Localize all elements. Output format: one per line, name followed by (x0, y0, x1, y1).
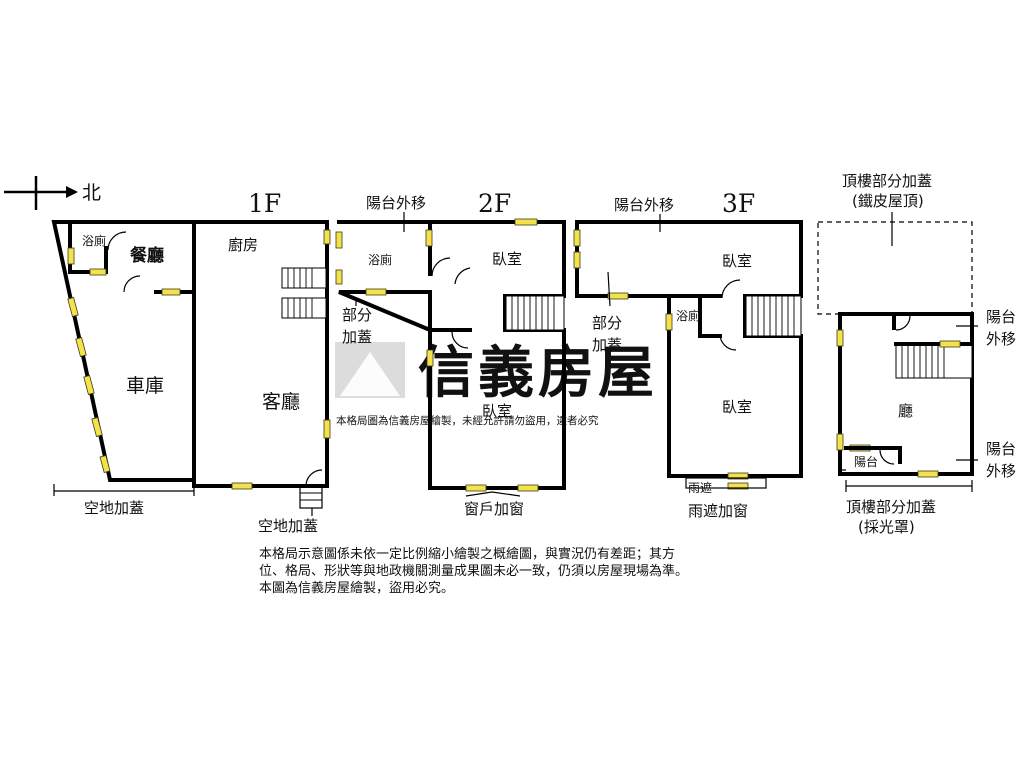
floor-2f-label: 2F (478, 189, 511, 218)
compass-north-label: 北 (82, 182, 101, 204)
disclaimer-line-2: 位、格局、形狀等與地政機關測量成果圖未必一致，仍須以房屋現場為準。 (259, 564, 689, 579)
window-1f-bath (67, 247, 75, 265)
label-2f-bath: 浴廁 (368, 252, 392, 267)
floor-1f: 1F (51, 189, 331, 535)
disclaimer: 本格局示意圖係未依一定比例縮小繪製之概繪圖，與實況仍有差距；其方 位、格局、形狀… (259, 546, 779, 597)
floor-3f: 3F 陽台外移 臥室 部分 加蓋 浴廁 臥室 雨 (573, 189, 803, 520)
floor-rooftop: 頂樓部分加蓋 (鐵皮屋頂) 頂樓部分加蓋 (採光罩 (817, 172, 1016, 536)
garage-wall (51, 220, 196, 482)
label-2f-partial-ext-1: 部分 (342, 306, 372, 324)
label-1f-living: 客廳 (262, 391, 300, 413)
floor-2f: 2F 陽台外移 浴廁 臥室 部分 加蓋 臥室 (335, 189, 566, 518)
floor-1f-label: 1F (248, 189, 281, 218)
living-wall (192, 220, 329, 488)
label-1f-bath: 浴廁 (82, 233, 106, 248)
label-2f-window-add: 窗戶加窗 (464, 500, 524, 518)
label-3f-awning-window: 雨遮加窗 (688, 502, 748, 520)
disclaimer-line-1: 本格局示意圖係未依一定比例縮小繪製之概繪圖，與實況仍有差距；其方 (259, 547, 676, 562)
label-roof-balcony: 陽台 (854, 454, 878, 469)
rooftop-wall (838, 312, 974, 476)
label-2f-partial-ext-2: 加蓋 (342, 328, 372, 346)
label-3f-bedroom-main: 臥室 (722, 398, 752, 416)
watermark-notice: 本格局圖為信義房屋繪製，未經允許請勿盜用，違者必究 (336, 414, 599, 427)
label-roof-bottom-2: (採光罩) (858, 518, 915, 536)
label-2f-bedroom-top: 臥室 (492, 250, 522, 268)
label-1f-garage: 車庫 (126, 375, 164, 397)
label-3f-bath: 浴廁 (676, 308, 700, 323)
label-roof-balcony-moved-2: 陽台外移 (986, 440, 1016, 480)
stairs-2f (505, 295, 565, 331)
label-3f-partial-ext-2: 加蓋 (592, 336, 622, 354)
label-1f-dining: 餐廳 (130, 245, 164, 266)
watermark: 信義房屋 本格局圖為信義房屋繪製，未經允許請勿盜用，違者必究 (335, 341, 658, 427)
bath-1f-wall (68, 220, 108, 274)
label-roof-top-2: (鐵皮屋頂) (852, 192, 924, 210)
label-3f-awning: 雨遮 (688, 480, 712, 495)
label-3f-bedroom-top: 臥室 (722, 252, 752, 270)
label-1f-yard-left: 空地加蓋 (84, 499, 144, 517)
stairs-rooftop (895, 343, 973, 379)
watermark-brand: 信義房屋 (418, 341, 658, 406)
label-3f-partial-ext-1: 部分 (592, 314, 622, 332)
awning-3f (685, 477, 767, 489)
label-roof-balcony-moved-1: 陽台外移 (986, 308, 1016, 348)
compass: 北 (4, 176, 101, 210)
label-roof-hall: 廳 (898, 402, 913, 420)
stairs-1f (281, 267, 327, 319)
floor-3f-label: 3F (722, 189, 755, 218)
label-roof-top-1: 頂樓部分加蓋 (842, 172, 932, 190)
label-1f-kitchen: 廚房 (228, 236, 258, 254)
label-roof-bottom-1: 頂樓部分加蓋 (846, 498, 936, 516)
north-arrow-icon (66, 186, 78, 198)
rooftop-iron-roof-ext (817, 221, 973, 315)
label-3f-balcony: 陽台外移 (614, 196, 674, 214)
porch-ext (299, 485, 323, 509)
label-1f-yard-bottom: 空地加蓋 (258, 517, 318, 535)
stairs-3f (745, 295, 802, 337)
disclaimer-line-3: 本圖為信義房屋繪製，盜用必究。 (259, 581, 455, 596)
label-2f-balcony: 陽台外移 (366, 194, 426, 212)
label-2f-bedroom-main: 臥室 (482, 402, 512, 420)
